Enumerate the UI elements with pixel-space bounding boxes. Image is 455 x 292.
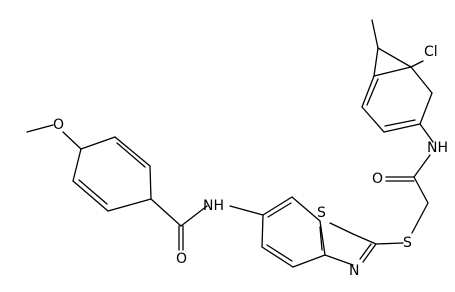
atom-label-methoxy-oxygen: O xyxy=(53,117,64,133)
atom-label-carbonyl-oxygen-lower: O xyxy=(176,251,187,267)
atom-label-amide-oxygen-upper: O xyxy=(372,171,383,187)
bond-lines xyxy=(26,19,434,268)
atom-label-amide-nh-lower: NH xyxy=(203,198,224,214)
atom-labels: Cl NH O S S N NH O O xyxy=(53,44,448,279)
atom-label-thioether-sulfur: S xyxy=(403,235,412,251)
atom-label-ring-sulfur: S xyxy=(317,205,326,221)
atom-label-amide-nh-upper: NH xyxy=(427,140,448,156)
atom-label-chlorine: Cl xyxy=(424,44,438,60)
atom-label-ring-nitrogen: N xyxy=(349,263,359,279)
